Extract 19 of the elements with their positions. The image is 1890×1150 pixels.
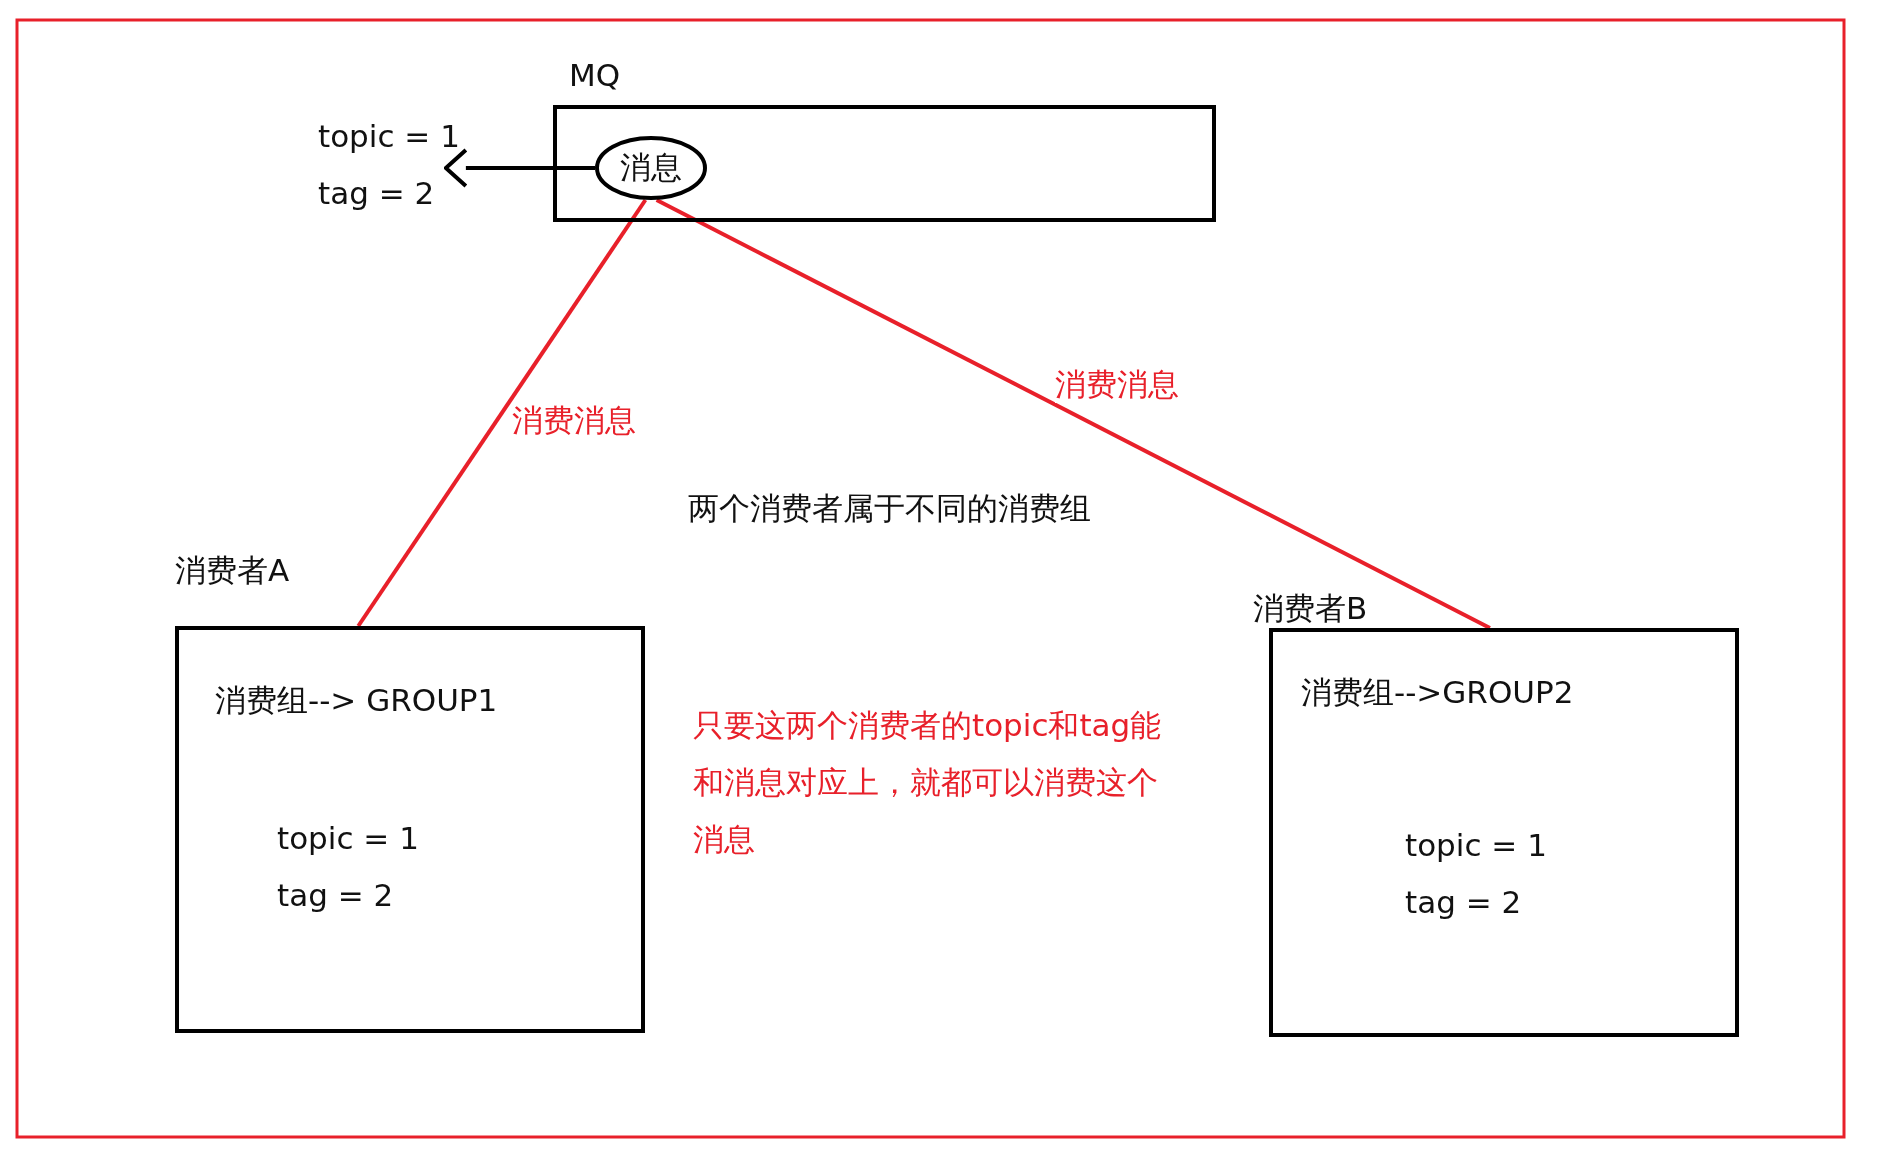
edge-label: 消费消息 — [1055, 366, 1179, 404]
connector-line — [655, 198, 1491, 630]
node-text: tag = 2 — [277, 877, 394, 915]
node-text: tag = 2 — [318, 175, 436, 213]
node-text: 消费组-->GROUP2 — [1301, 674, 1574, 712]
node-text: topic = 1 — [277, 820, 419, 858]
arrow — [443, 148, 595, 188]
note-text: 只要这两个消费者的topic和tag能和消息对应上，就都可以消费这个消息 — [693, 706, 1163, 859]
box-heading: MQ — [569, 57, 621, 95]
node-text: 消费组--> GROUP1 — [215, 682, 498, 720]
node-text: topic = 1 — [1405, 827, 1547, 865]
caption-text: 两个消费者属于不同的消费组 — [688, 490, 1091, 528]
message-ellipse — [595, 136, 707, 200]
node-text: 消息 — [620, 149, 682, 187]
node-text: topic = 1 — [318, 118, 460, 156]
box-heading: 消费者A — [175, 552, 290, 590]
node-text: tag = 2 — [1405, 884, 1522, 922]
connector-line — [356, 198, 648, 628]
box-heading: 消费者B — [1253, 590, 1368, 628]
